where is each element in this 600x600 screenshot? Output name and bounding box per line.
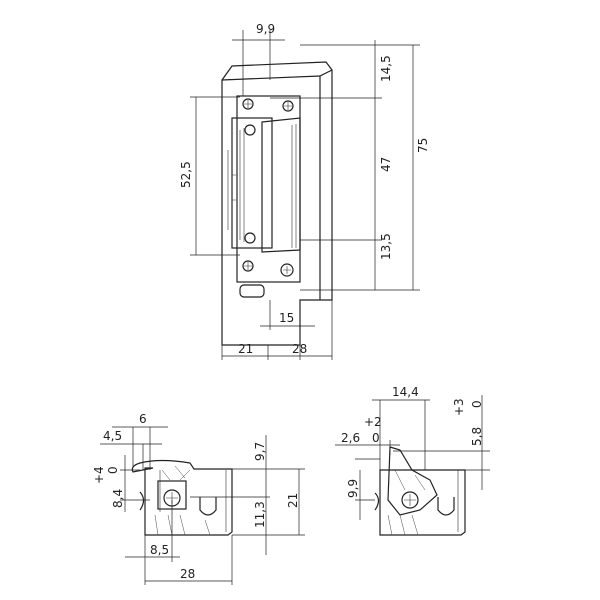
dim-lower: 11,3 (253, 501, 267, 528)
front-view-body (221, 61, 333, 346)
dim-depth: 21 (238, 342, 253, 356)
dim-height-bottom-section: 13,5 (379, 233, 393, 260)
dim-width-left: 28 (180, 567, 195, 581)
dim-width-right: 14,4 (392, 385, 419, 399)
tolerance-zero-3: 0 (470, 400, 484, 408)
tolerance-plus-2: +2 (364, 415, 382, 429)
left-side-view-body (131, 459, 233, 536)
dim-screw-spacing: 52,5 (179, 161, 193, 188)
dim-width: 28 (292, 342, 307, 356)
dim-height-right: 5,8 (470, 427, 484, 446)
tolerance-plus-3: +3 (452, 398, 466, 416)
dim-offset-right: 2,6 (341, 431, 360, 445)
dim-width-top: 9,9 (256, 22, 275, 36)
dim-top-outer: 6 (139, 412, 147, 426)
dim-height-top-section: 14,5 (379, 55, 393, 82)
dim-latch-right: 9,9 (346, 479, 360, 498)
right-side-view-dimension-lines (335, 395, 490, 520)
tolerance-plus: +4 (92, 466, 106, 484)
dim-offset: 8,5 (150, 543, 169, 557)
dim-top-inner: 4,5 (103, 429, 122, 443)
right-side-view-body (374, 446, 466, 536)
dim-total-height: 75 (416, 138, 430, 153)
front-view-dimension-lines (190, 30, 420, 360)
left-side-view-dimension-lines (100, 426, 305, 585)
tolerance-zero-2: 0 (372, 431, 380, 445)
dim-offset-bottom: 15 (279, 311, 294, 325)
dim-height-middle-section: 47 (379, 157, 393, 172)
dim-height: 21 (286, 493, 300, 508)
dim-upper: 9,7 (253, 442, 267, 461)
dim-latch: 8,4 (111, 489, 125, 508)
tolerance-zero: 0 (106, 466, 120, 474)
